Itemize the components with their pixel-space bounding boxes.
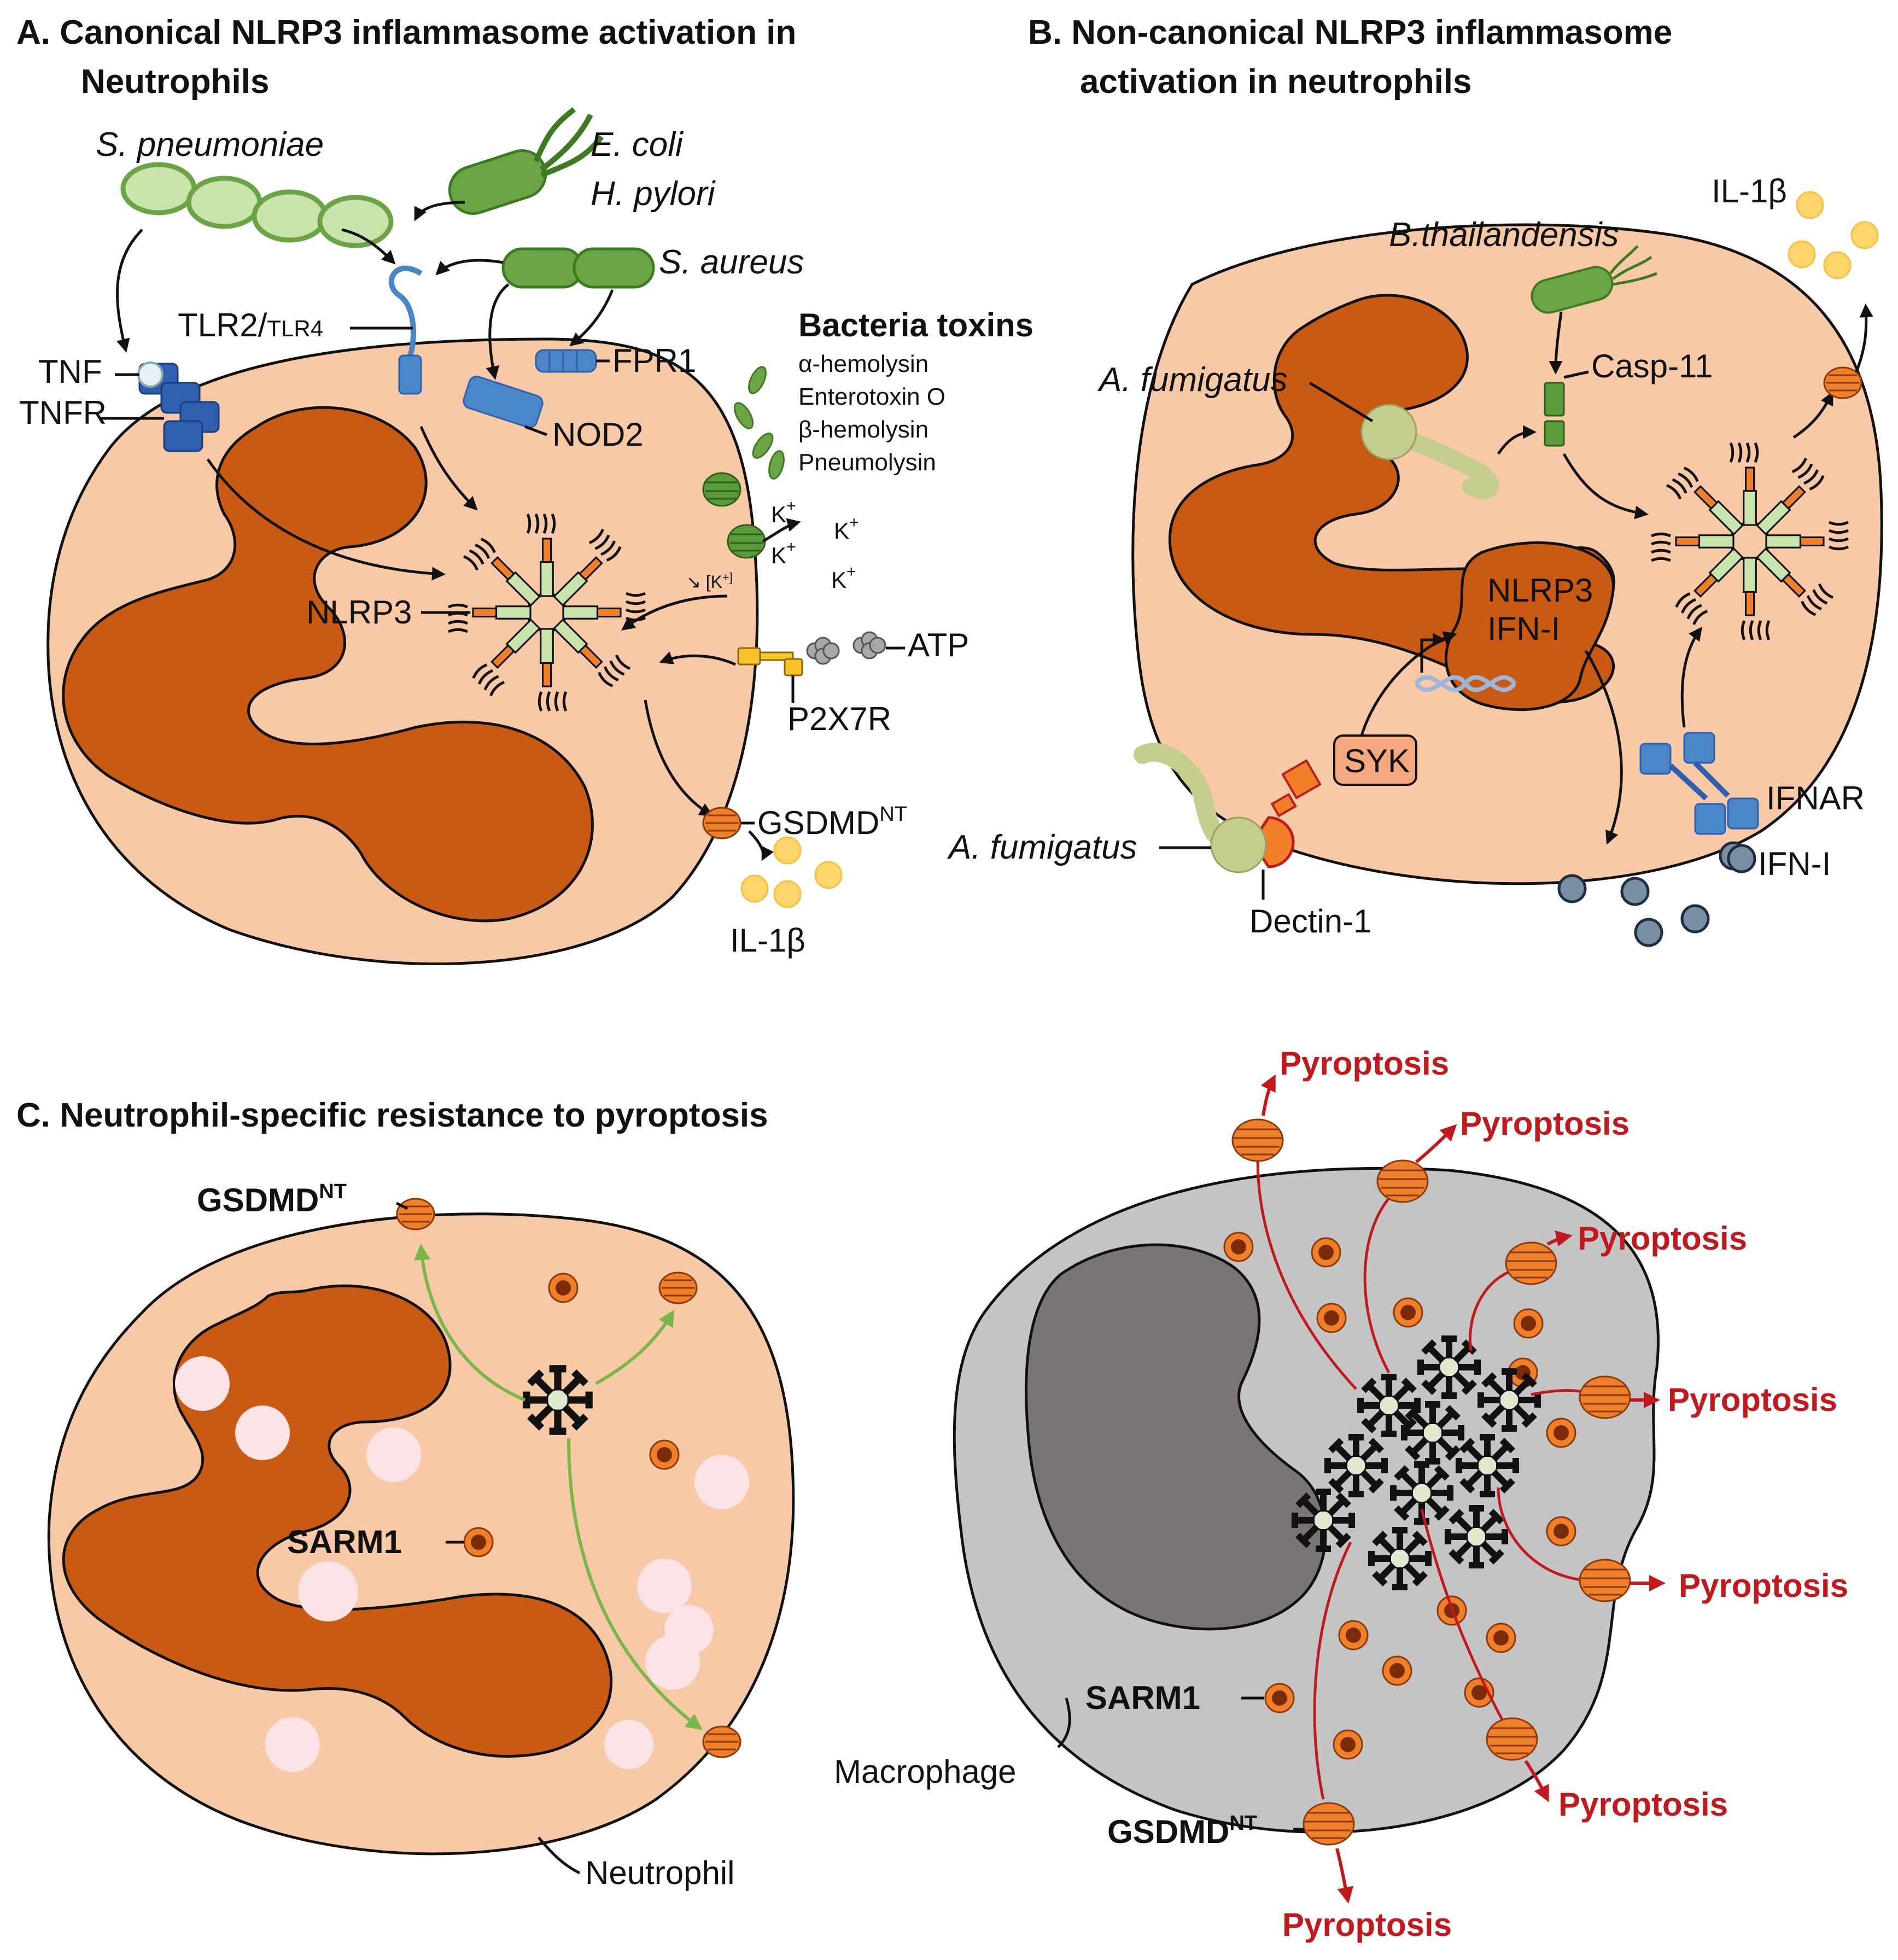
toxin-item-4: Pneumolysin — [798, 449, 936, 476]
panel-a-title: A. Canonical NLRP3 inflammasome activati… — [16, 14, 796, 51]
label-syk: SYK — [1344, 743, 1410, 779]
granules-c — [175, 1356, 749, 1772]
panel-b: B. Non-canonical NLRP3 inflammasome acti… — [947, 14, 1883, 947]
label-pyroptosis-3: Pyroptosis — [1578, 1220, 1747, 1257]
label-fpr1: FPR1 — [612, 342, 696, 379]
label-il1b-b: IL-1β — [1712, 173, 1787, 209]
label-pyroptosis-4: Pyroptosis — [1668, 1381, 1837, 1418]
macrophage-nucleus — [1025, 1243, 1327, 1631]
casp11 — [1544, 382, 1565, 447]
atp-molecules — [806, 631, 886, 665]
label-sarm1-c: SARM1 — [287, 1524, 402, 1560]
label-atp: ATP — [908, 627, 969, 663]
sarm1-dot-c3 — [463, 1527, 494, 1558]
label-pyroptosis-6: Pyroptosis — [1558, 1786, 1728, 1823]
gsdmd-pore-c1 — [396, 1198, 435, 1230]
label-casp11: Casp-11 — [1591, 348, 1713, 384]
e-coli-bacterium — [448, 107, 604, 215]
label-nlrp3-a: NLRP3 — [306, 594, 412, 631]
panel-a-title-line2: Neutrophils — [81, 63, 269, 101]
label-a-fumigatus-top: A. fumigatus — [1097, 361, 1288, 399]
label-sarm1-macrophage: SARM1 — [1085, 1679, 1200, 1716]
toxin-pore-2 — [727, 524, 766, 559]
label-il1b-a: IL-1β — [730, 922, 805, 959]
label-gsdmd-a: GSDMDNT — [757, 803, 907, 841]
label-ifn-i-gene: IFN-I — [1487, 610, 1560, 647]
label-s-pneumoniae: S. pneumoniae — [96, 126, 324, 164]
panel-b-title: B. Non-canonical NLRP3 inflammasome — [1028, 14, 1672, 51]
gsdmd-pore-m1 — [1231, 1118, 1284, 1162]
gsdmd-pore-c2 — [658, 1271, 698, 1304]
label-tlr2: TLR2/TLR4 — [178, 307, 323, 343]
label-tnf: TNF — [38, 353, 102, 390]
p2x7r-receptor — [737, 647, 803, 676]
nucleus-a — [62, 406, 594, 923]
fpr1-receptor — [535, 349, 597, 373]
s-pneumoniae-bacteria — [120, 162, 394, 248]
syk-box: SYK — [1333, 734, 1417, 786]
toxin-item-2: Enterotoxin O — [798, 383, 945, 410]
label-gsdmd-c: GSDMDNT — [197, 1180, 347, 1218]
label-neutrophil: Neutrophil — [585, 1854, 735, 1891]
gsdmd-pore-m5 — [1579, 1559, 1631, 1602]
panel-b-title-line2: activation in neutrophils — [1080, 63, 1472, 101]
sarm1-dot-c1 — [548, 1273, 579, 1303]
panel-c-title: C. Neutrophil-specific resistance to pyr… — [16, 1096, 768, 1134]
inflammasome-c — [523, 1365, 593, 1435]
label-a-fumigatus-bottom: A. fumigatus — [947, 829, 1137, 866]
label-macrophage: Macrophage — [834, 1753, 1017, 1790]
toxin-item-3: β-hemolysin — [798, 416, 928, 443]
il1b-particles-a — [740, 836, 843, 908]
gsdmd-pore-c3 — [702, 1725, 741, 1758]
label-nlrp3-b: NLRP3 — [1487, 572, 1593, 609]
label-h-pylori: H. pylori — [591, 175, 716, 213]
nod2-receptor — [463, 375, 544, 429]
label-nod2: NOD2 — [552, 416, 644, 453]
panel-c: C. Neutrophil-specific resistance to pyr… — [16, 1045, 1848, 1943]
label-ifnar: IFNAR — [1766, 780, 1865, 816]
gsdmd-pore-m7 — [1303, 1802, 1355, 1846]
label-pyroptosis-5: Pyroptosis — [1679, 1567, 1848, 1604]
label-tnfr: TNFR — [19, 394, 107, 431]
label-e-coli: E. coli — [591, 126, 684, 164]
s-aureus-bacteria — [501, 247, 655, 289]
gsdmd-pore-m6 — [1486, 1717, 1538, 1761]
gsdmd-pore-m2 — [1376, 1159, 1429, 1203]
il1b-particles-b — [1788, 191, 1879, 279]
gsdmd-pore-m4 — [1579, 1375, 1631, 1419]
a-fumigatus-conidium-bottom — [1134, 743, 1267, 873]
label-pyroptosis-2: Pyroptosis — [1460, 1105, 1630, 1142]
label-pyroptosis-7: Pyroptosis — [1282, 1906, 1452, 1943]
label-ifn-i: IFN-I — [1758, 845, 1831, 882]
label-k1: K+ — [771, 497, 796, 527]
toxin-item-1: α-hemolysin — [798, 351, 928, 377]
label-k2: K+ — [834, 514, 859, 544]
gsdmd-pore-m3 — [1505, 1241, 1557, 1285]
a-fumigatus-conidium-top — [1360, 404, 1499, 499]
label-pyroptosis-1: Pyroptosis — [1280, 1045, 1449, 1082]
gsdmd-pore-a — [702, 807, 741, 839]
toxin-pore-1 — [702, 472, 741, 507]
gsdmd-pore-b — [1823, 366, 1862, 399]
label-gsdmd-macrophage: GSDMDNT — [1107, 1812, 1257, 1850]
label-s-aureus: S. aureus — [659, 243, 804, 281]
label-bacteria-toxins: Bacteria toxins — [798, 307, 1033, 343]
label-dectin1: Dectin-1 — [1249, 903, 1371, 940]
panel-a: A. Canonical NLRP3 inflammasome activati… — [16, 14, 1033, 965]
b-thailandensis-bacterium — [1531, 245, 1657, 314]
ifn-i-particles — [1557, 841, 1748, 947]
sarm1-dot-c2 — [649, 1439, 680, 1470]
toxin-particles — [733, 366, 785, 480]
label-k3: K+ — [771, 538, 796, 568]
label-b-thailandensis: B.thailandensis — [1389, 216, 1619, 254]
tlr-receptor — [388, 265, 423, 395]
tnfr-receptor — [137, 361, 220, 452]
label-k4: K+ — [831, 563, 856, 593]
label-p2x7r: P2X7R — [787, 701, 891, 737]
nucleus-b-lobe — [1444, 541, 1615, 711]
ifnar-receptor — [1639, 732, 1759, 873]
